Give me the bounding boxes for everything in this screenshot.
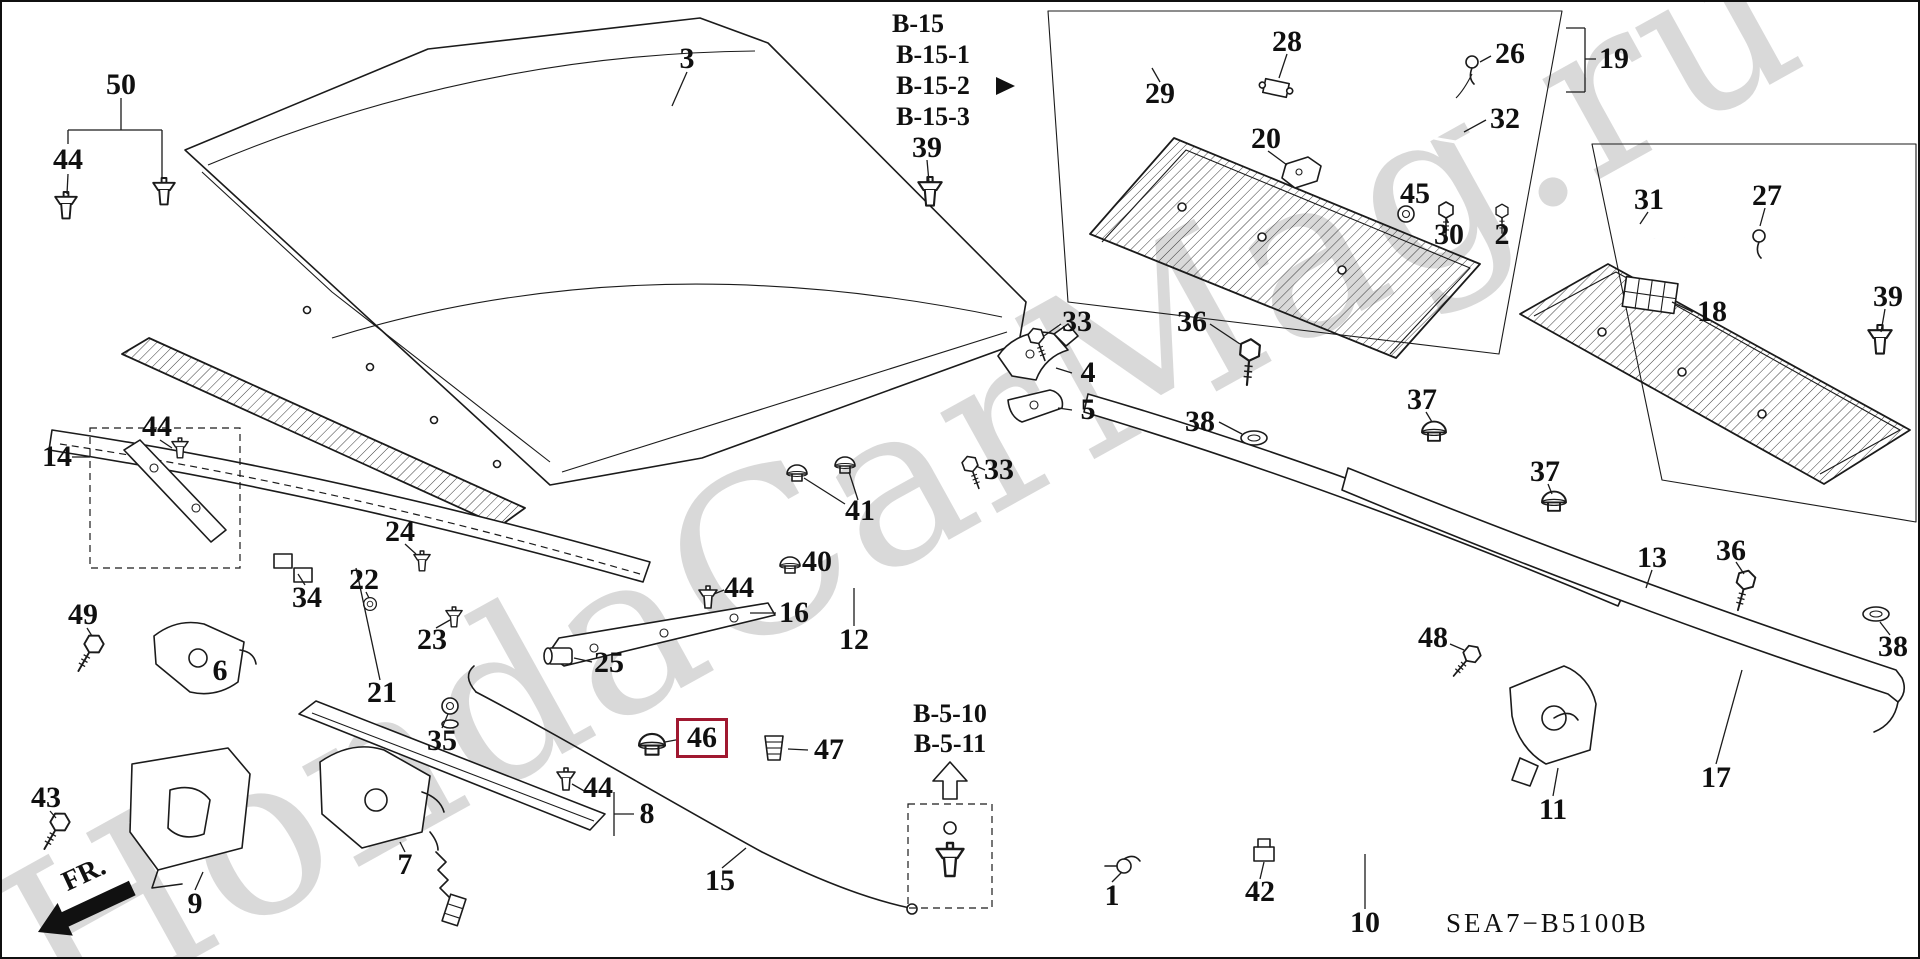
part-callout-14[interactable]: 14: [42, 440, 72, 473]
part-callout-40[interactable]: 40: [802, 545, 832, 578]
part-callout-26[interactable]: 26: [1495, 37, 1525, 70]
part-callout-39[interactable]: 39: [1873, 280, 1903, 313]
part-callout-b-15-3[interactable]: B-15-3: [896, 102, 970, 131]
part-callout-18[interactable]: 18: [1697, 295, 1727, 328]
part-callout-44[interactable]: 44: [53, 143, 83, 176]
label-brackets: [67, 27, 1596, 836]
part-callout-25[interactable]: 25: [594, 646, 624, 679]
part-callout-47[interactable]: 47: [814, 733, 844, 766]
part-callout-41[interactable]: 41: [845, 494, 875, 527]
part-callout-12[interactable]: 12: [839, 623, 869, 656]
part-callout-9[interactable]: 9: [187, 887, 203, 920]
part-callout-33[interactable]: 33: [984, 453, 1014, 486]
part-callout-29[interactable]: 29: [1145, 77, 1175, 110]
hood-stay-rod: [467, 665, 918, 915]
part-callout-b-15-1[interactable]: B-15-1: [896, 40, 970, 69]
part-callout-39[interactable]: 39: [912, 131, 942, 164]
front-molding-strips: [48, 337, 651, 831]
part-callout-24[interactable]: 24: [385, 515, 415, 548]
part-callout-27[interactable]: 27: [1752, 179, 1782, 212]
part-callout-43[interactable]: 43: [31, 781, 61, 814]
hood-hinges: [917, 175, 1079, 492]
part-callout-7[interactable]: 7: [397, 848, 413, 881]
part-callout-selected[interactable]: 46: [676, 718, 728, 758]
hood-panel: [184, 17, 1027, 486]
part-callout-28[interactable]: 28: [1272, 25, 1302, 58]
hood-latch-group: [36, 621, 467, 927]
part-callout-35[interactable]: 35: [427, 724, 457, 757]
part-callout-38[interactable]: 38: [1878, 630, 1908, 663]
reference-arrows: [907, 77, 1015, 909]
part-callout-b-5-10[interactable]: B-5-10: [913, 699, 987, 728]
part-callout-6[interactable]: 6: [212, 654, 228, 687]
part-callout-38[interactable]: 38: [1185, 405, 1215, 438]
part-callout-3[interactable]: 3: [679, 42, 695, 75]
cowl-side-assembly: [1083, 220, 1911, 733]
part-callout-b-15[interactable]: B-15: [892, 9, 944, 38]
part-callout-44[interactable]: 44: [583, 771, 613, 804]
part-callout-32[interactable]: 32: [1490, 102, 1520, 135]
part-callout-33[interactable]: 33: [1062, 305, 1092, 338]
leader-lines: [49, 53, 1891, 909]
part-callout-21[interactable]: 21: [367, 676, 397, 709]
part-callout-36[interactable]: 36: [1716, 534, 1746, 567]
part-callout-4[interactable]: 4: [1080, 356, 1096, 389]
part-callout-19[interactable]: 19: [1599, 42, 1629, 75]
part-callout-49[interactable]: 49: [68, 598, 98, 631]
part-callout-16[interactable]: 16: [779, 596, 809, 629]
part-callout-20[interactable]: 20: [1251, 122, 1281, 155]
hood-release-cable: [1058, 641, 1738, 874]
part-callout-1[interactable]: 1: [1104, 879, 1120, 912]
part-callout-50[interactable]: 50: [106, 68, 136, 101]
part-callout-45[interactable]: 45: [1400, 177, 1430, 210]
part-callout-23[interactable]: 23: [417, 623, 447, 656]
diagram-code: SEA7−B5100B: [1446, 908, 1649, 938]
part-callout-15[interactable]: 15: [705, 864, 735, 897]
part-callout-30[interactable]: 30: [1434, 218, 1464, 251]
fr-direction-arrow: [38, 880, 136, 936]
part-callout-10[interactable]: 10: [1350, 906, 1380, 939]
part-callout-44[interactable]: 44: [142, 410, 172, 443]
part-callout-17[interactable]: 17: [1701, 761, 1731, 794]
part-callout-8[interactable]: 8: [639, 797, 655, 830]
part-callout-31[interactable]: 31: [1634, 183, 1664, 216]
part-callout-44[interactable]: 44: [724, 571, 754, 604]
part-callout-48[interactable]: 48: [1418, 621, 1448, 654]
part-callout-34[interactable]: 34: [292, 581, 322, 614]
part-callout-11[interactable]: 11: [1538, 793, 1568, 826]
part-callout-22[interactable]: 22: [349, 563, 379, 596]
part-callout-b-15-2[interactable]: B-15-2: [896, 71, 970, 100]
cowl-top-assembly: [1052, 55, 1509, 446]
part-callout-13[interactable]: 13: [1637, 541, 1667, 574]
part-callout-42[interactable]: 42: [1245, 875, 1275, 908]
part-callout-37[interactable]: 37: [1407, 383, 1437, 416]
part-callout-5[interactable]: 5: [1080, 393, 1096, 426]
part-callout-37[interactable]: 37: [1530, 455, 1560, 488]
part-callout-b-5-11[interactable]: B-5-11: [913, 729, 987, 758]
part-callout-2[interactable]: 2: [1494, 218, 1510, 251]
fasteners-group: [54, 177, 856, 791]
part-callout-36[interactable]: 36: [1177, 305, 1207, 338]
